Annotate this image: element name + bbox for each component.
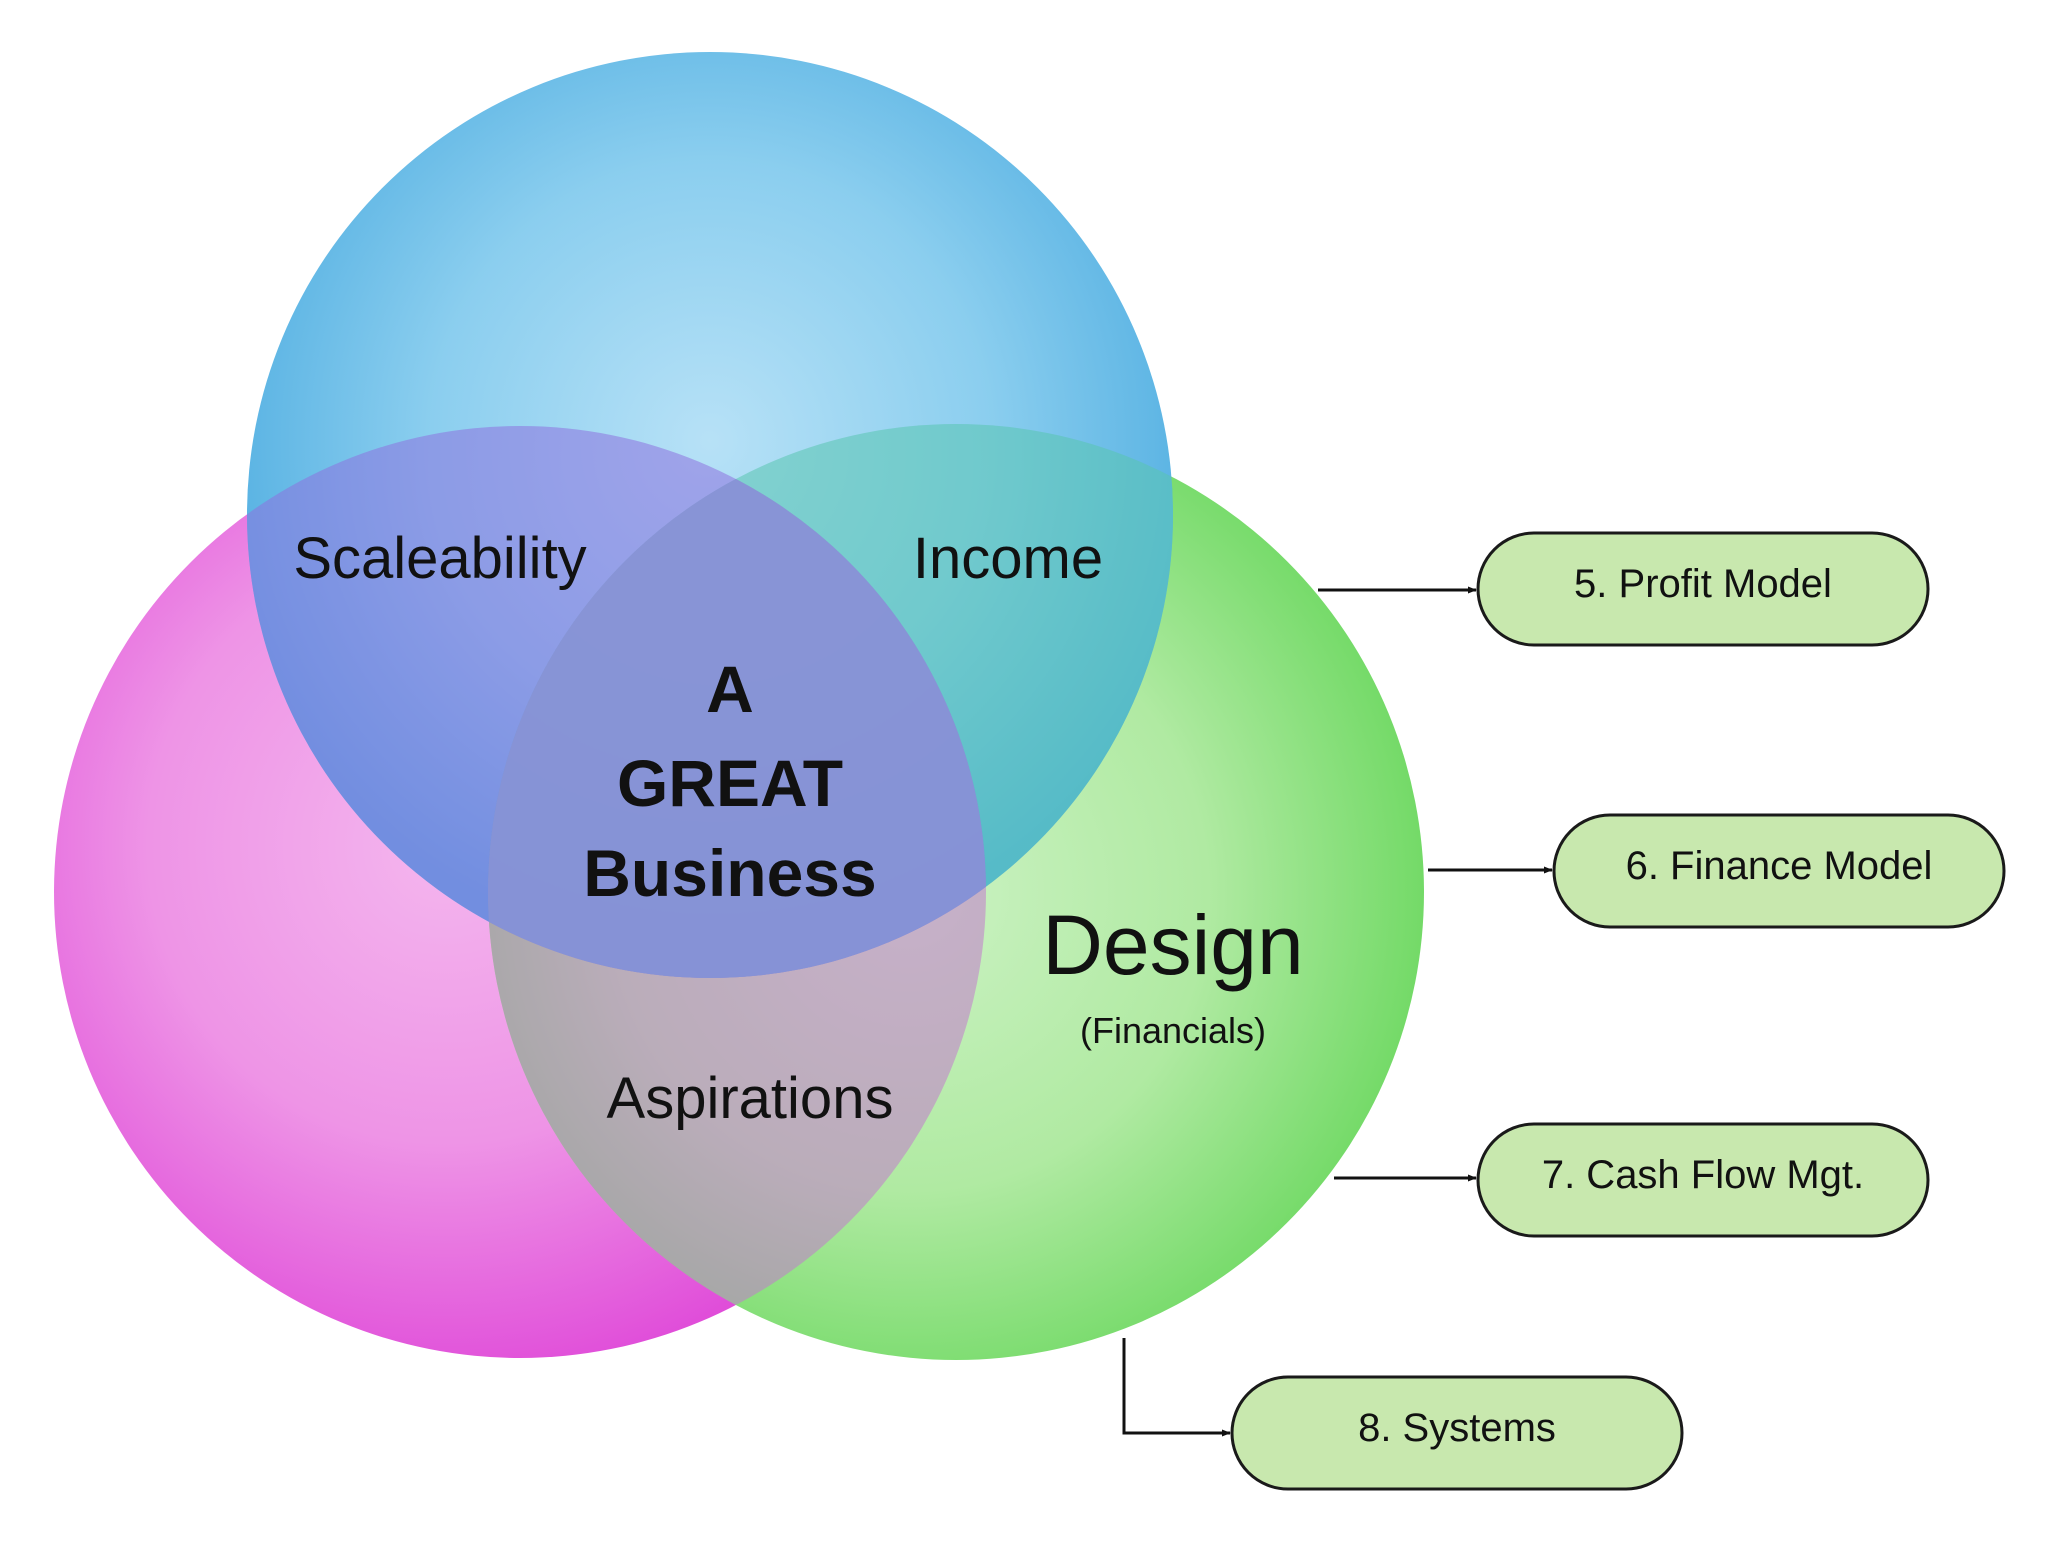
pink-green-overlap <box>488 426 986 1358</box>
label-scaleability: Scaleability <box>293 526 586 591</box>
connector-arrows <box>1122 586 1553 1437</box>
label-center-line1: A <box>706 652 754 726</box>
label-design-sub: (Financials) <box>1080 1010 1266 1051</box>
output-systems-label: 8. Systems <box>1358 1406 1556 1450</box>
arrow-systems <box>1122 1338 1231 1437</box>
output-finance-model: 6. Finance Model <box>1552 813 2006 929</box>
output-cash-flow: 7. Cash Flow Mgt. <box>1476 1122 1930 1238</box>
output-systems: 8. Systems <box>1230 1375 1684 1491</box>
label-design: Design <box>1042 898 1303 992</box>
label-aspirations: Aspirations <box>607 1066 894 1131</box>
label-center-line2: GREAT <box>617 746 843 820</box>
output-finance-model-label: 6. Finance Model <box>1626 844 1933 888</box>
output-cash-flow-label: 7. Cash Flow Mgt. <box>1542 1153 1864 1197</box>
label-income: Income <box>913 526 1103 591</box>
output-profit-model-label: 5. Profit Model <box>1574 562 1832 606</box>
output-profit-model: 5. Profit Model <box>1476 531 1930 647</box>
label-center-line3: Business <box>583 836 876 910</box>
